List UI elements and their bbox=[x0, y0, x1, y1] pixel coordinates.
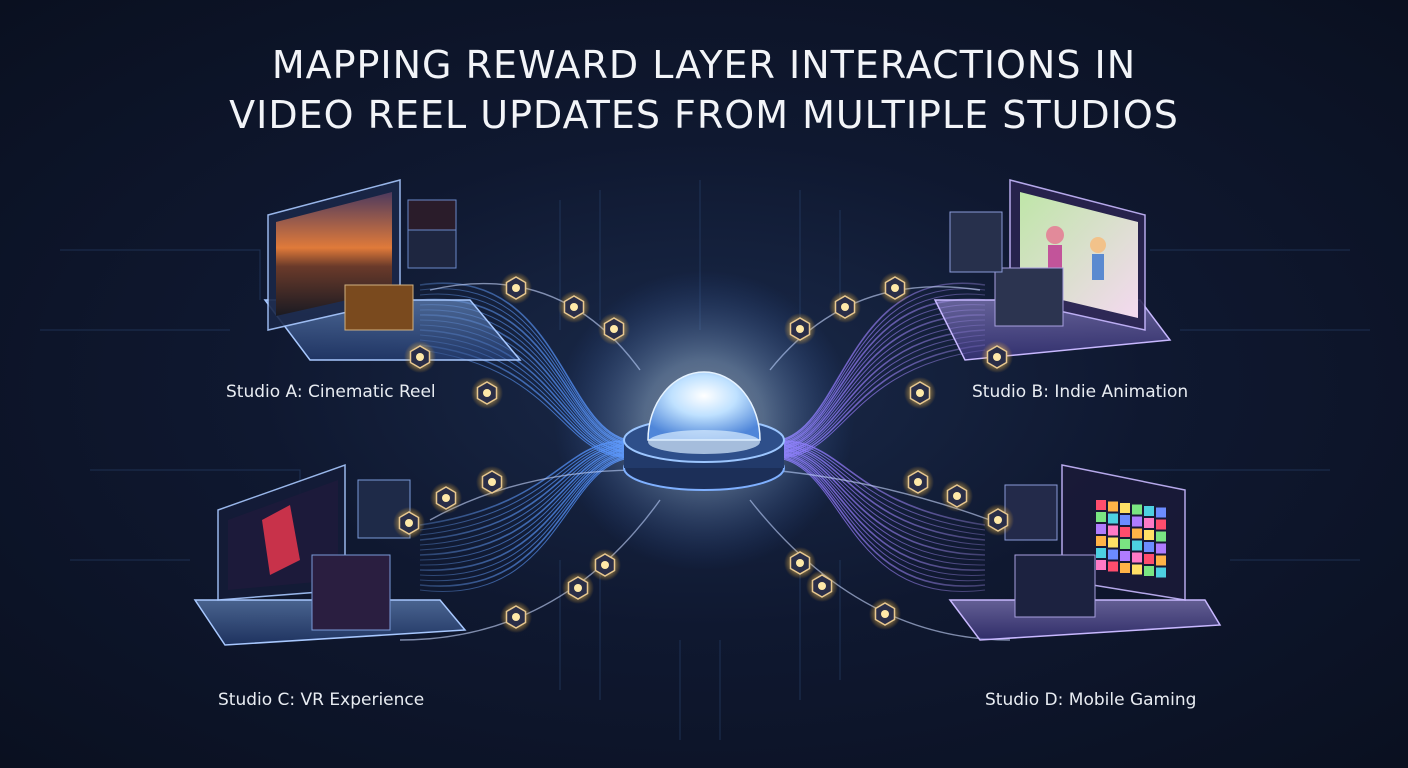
game-tile bbox=[1108, 549, 1118, 560]
game-tile bbox=[1132, 552, 1142, 563]
thumbnail-card bbox=[994, 267, 1064, 327]
hexagon-node-icon bbox=[393, 507, 425, 539]
studio-d-label: Studio D: Mobile Gaming bbox=[985, 690, 1197, 710]
hexagon-node-icon bbox=[430, 482, 462, 514]
studio-b-laptop bbox=[933, 179, 1172, 361]
game-tile bbox=[1144, 530, 1154, 540]
game-tile bbox=[1096, 548, 1106, 558]
hexagon-node-icon bbox=[500, 272, 532, 304]
studio-a-label: Studio A: Cinematic Reel bbox=[226, 382, 436, 402]
game-tile bbox=[1120, 527, 1130, 537]
studio-d-laptop bbox=[948, 464, 1222, 641]
hexagon-node-icon bbox=[500, 601, 532, 633]
game-tile bbox=[1108, 537, 1118, 548]
game-tile bbox=[1108, 561, 1118, 572]
hexagon-node-icon bbox=[784, 547, 816, 579]
game-tile bbox=[1108, 501, 1118, 512]
game-tile bbox=[1156, 567, 1166, 578]
game-tile bbox=[1156, 531, 1166, 542]
game-tile bbox=[1132, 564, 1142, 575]
glowing-dome-icon bbox=[647, 371, 761, 441]
game-tile bbox=[1132, 504, 1142, 515]
hexagon-node-icon bbox=[981, 341, 1013, 373]
game-tile bbox=[1132, 516, 1142, 527]
tile-grid-icon bbox=[1096, 500, 1166, 578]
hexagon-node-icon bbox=[598, 313, 630, 345]
hexagon-node-icon bbox=[869, 598, 901, 630]
game-tile bbox=[1096, 524, 1106, 534]
game-tile bbox=[1144, 506, 1154, 516]
hexagon-node-icon bbox=[404, 341, 436, 373]
central-hub bbox=[554, 270, 854, 570]
thumbnail-card bbox=[311, 554, 391, 631]
game-tile bbox=[1120, 563, 1130, 573]
game-tile bbox=[1144, 518, 1154, 528]
hexagon-node-icon bbox=[562, 572, 594, 604]
hexagon-node-icon bbox=[784, 313, 816, 345]
circuit-background bbox=[40, 180, 1370, 740]
hexagon-node-icon bbox=[476, 466, 508, 498]
game-tile bbox=[1120, 503, 1130, 513]
game-tile bbox=[1144, 554, 1154, 564]
game-tile bbox=[1120, 539, 1130, 549]
game-tile bbox=[1108, 525, 1118, 536]
studio-a-laptop bbox=[263, 179, 522, 361]
studio-c-laptop bbox=[193, 463, 467, 646]
game-tile bbox=[1096, 512, 1106, 522]
game-tile bbox=[1156, 555, 1166, 566]
hexagon-node-icon bbox=[558, 291, 590, 323]
title-line-1: MAPPING REWARD LAYER INTERACTIONS IN bbox=[271, 43, 1137, 87]
hexagon-node-icon bbox=[829, 291, 861, 323]
side-panel bbox=[949, 211, 1003, 273]
game-tile bbox=[1120, 551, 1130, 561]
reward-nodes bbox=[393, 272, 1014, 633]
game-tile bbox=[1156, 519, 1166, 530]
hexagon-node-icon bbox=[902, 466, 934, 498]
hexagon-node-icon bbox=[879, 272, 911, 304]
hexagon-node-icon bbox=[471, 377, 503, 409]
game-tile bbox=[1144, 542, 1154, 552]
game-tile bbox=[1132, 528, 1142, 539]
diagram-title: MAPPING REWARD LAYER INTERACTIONS IN VID… bbox=[0, 40, 1408, 140]
side-panel bbox=[1004, 484, 1058, 541]
game-tile bbox=[1108, 513, 1118, 524]
game-tile bbox=[1156, 543, 1166, 554]
game-tile bbox=[1144, 566, 1154, 576]
game-tile bbox=[1132, 540, 1142, 551]
game-tile bbox=[1156, 507, 1166, 518]
game-tile bbox=[1096, 560, 1106, 570]
game-tile bbox=[1096, 500, 1106, 510]
studio-c-label: Studio C: VR Experience bbox=[218, 690, 425, 710]
game-tile bbox=[1096, 536, 1106, 546]
thumbnail-card bbox=[1014, 554, 1096, 618]
hexagon-node-icon bbox=[904, 377, 936, 409]
hexagon-node-icon bbox=[806, 570, 838, 602]
title-line-2: VIDEO REEL UPDATES FROM MULTIPLE STUDIOS bbox=[229, 93, 1179, 137]
game-tile bbox=[1120, 515, 1130, 525]
hexagon-node-icon bbox=[589, 549, 621, 581]
hexagon-node-icon bbox=[982, 504, 1014, 536]
hexagon-node-icon bbox=[941, 480, 973, 512]
side-panel bbox=[407, 229, 457, 269]
studio-b-label: Studio B: Indie Animation bbox=[972, 382, 1189, 402]
thumbnail-card bbox=[344, 284, 414, 331]
